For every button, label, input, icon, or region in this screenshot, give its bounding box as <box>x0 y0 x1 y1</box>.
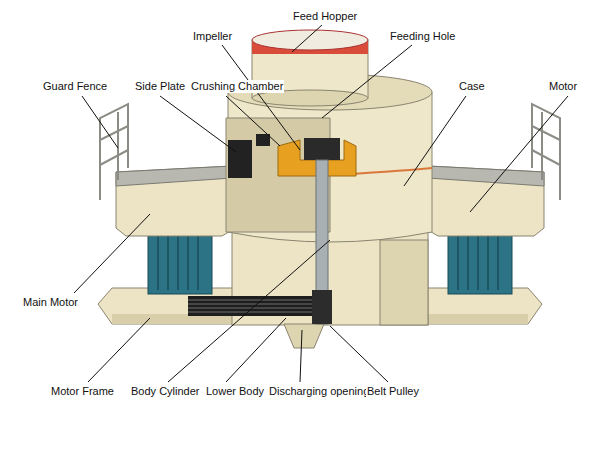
part-label: Side Plate <box>134 80 186 93</box>
part-label: Motor <box>548 80 578 93</box>
part-label: Main Motor <box>22 296 79 309</box>
part-label: Belt Pulley <box>366 385 420 398</box>
part-label: Motor Frame <box>50 385 115 398</box>
part-label: Body Cylinder <box>130 385 200 398</box>
part-label: Feeding Hole <box>389 30 456 43</box>
part-label: Crushing Chamber <box>190 80 284 93</box>
part-label: Case <box>458 80 486 93</box>
part-label: Lower Body <box>205 385 265 398</box>
part-label: Impeller <box>192 30 233 43</box>
part-label: Guard Fence <box>42 80 108 93</box>
part-label: Feed Hopper <box>292 10 358 23</box>
part-label: Discharging opening <box>268 385 370 398</box>
